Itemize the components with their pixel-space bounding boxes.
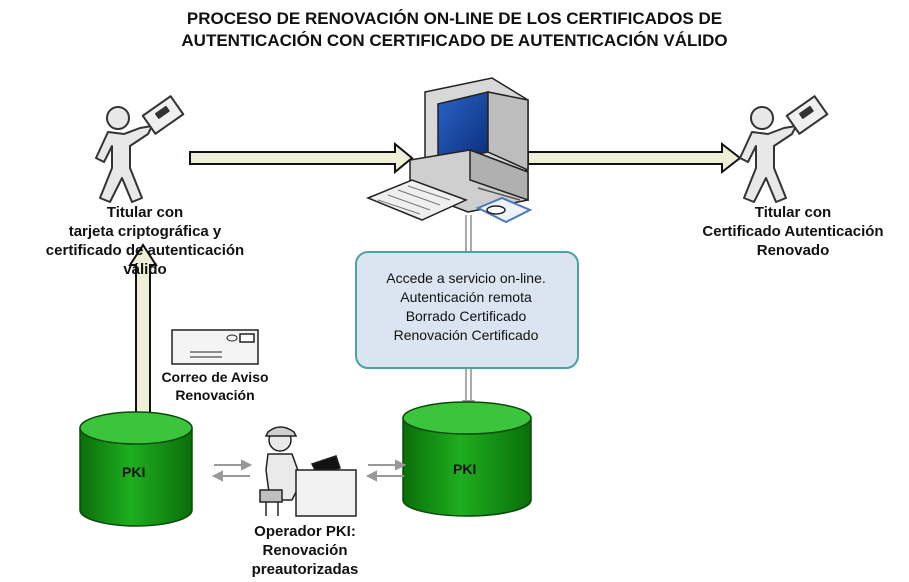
service-box-text: Accede a servicio on-line. Autenticación… (355, 269, 577, 345)
service-box (355, 251, 579, 369)
arrow-computer-to-right (527, 141, 742, 175)
computer-icon (366, 77, 533, 224)
service-line-4: Renovación Certificado (393, 327, 539, 343)
operator-line-3: preautorizadas (251, 561, 359, 578)
user-right-icon (739, 95, 829, 203)
right-user-line-2: Certificado Autenticación (702, 223, 884, 240)
right-user-line-3: Renovado (756, 242, 830, 259)
mail-envelope-icon (171, 329, 259, 365)
left-user-line-4: válido (123, 261, 167, 278)
left-user-label: Titular con tarjeta criptográfica y cert… (20, 203, 270, 279)
right-user-line-1: Titular con (754, 204, 832, 221)
pki-left-label: PKI (122, 464, 146, 480)
operator-line-1: Operador PKI: (254, 523, 356, 540)
operator-icon (259, 426, 357, 517)
arrow-pki-to-user (128, 243, 158, 429)
title-line-2: AUTENTICACIÓN CON CERTIFICADO DE AUTENTI… (181, 31, 728, 50)
left-user-line-1: Titular con (106, 204, 184, 221)
mail-label-line-1: Correo de Aviso (161, 369, 269, 385)
right-user-label: Titular con Certificado Autenticación Re… (688, 203, 898, 260)
pki-left-cylinder (79, 411, 193, 527)
exchange-arrows-right (365, 459, 407, 482)
left-user-line-2: tarjeta criptográfica y (68, 223, 222, 240)
mail-label: Correo de Aviso Renovación (140, 368, 290, 404)
pki-right-label: PKI (453, 461, 477, 477)
left-user-line-3: certificado de autenticación (45, 242, 245, 259)
pki-right-cylinder (402, 401, 532, 517)
arrow-left-to-computer (189, 141, 414, 175)
operator-line-2: Renovación (262, 542, 348, 559)
service-line-1: Accede a servicio on-line. (386, 270, 546, 286)
service-line-3: Borrado Certificado (405, 308, 527, 324)
user-left-icon (95, 95, 185, 203)
operator-label: Operador PKI: Renovación preautorizadas (220, 522, 390, 579)
service-line-2: Autenticación remota (400, 289, 532, 305)
exchange-arrows-left (211, 459, 253, 482)
diagram-title: PROCESO DE RENOVACIÓN ON-LINE DE LOS CER… (0, 8, 909, 52)
mail-label-line-2: Renovación (175, 387, 255, 403)
title-line-1: PROCESO DE RENOVACIÓN ON-LINE DE LOS CER… (186, 9, 723, 28)
